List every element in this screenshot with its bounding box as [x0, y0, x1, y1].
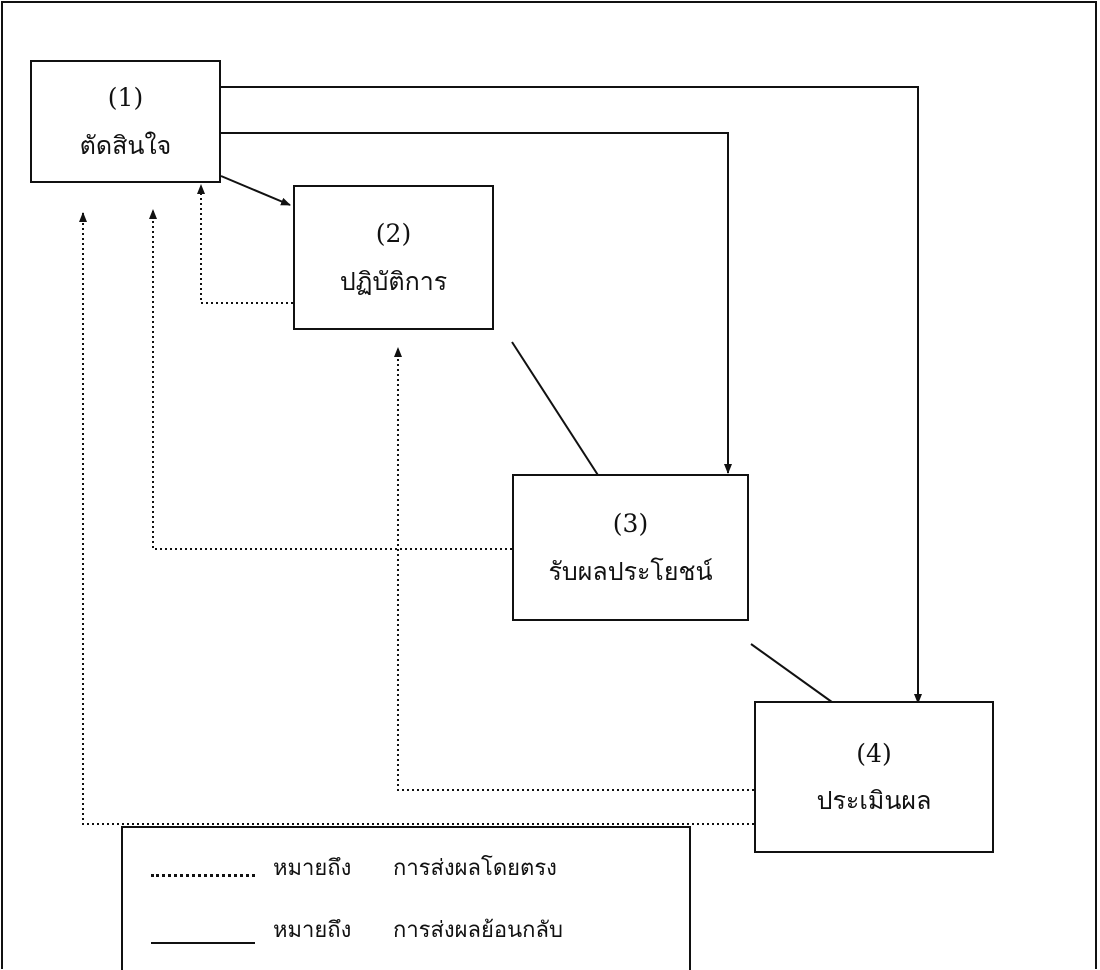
feedback-4-to-2	[394, 347, 754, 791]
step-label: ตัดสินใจ	[79, 130, 172, 160]
legend-text: หมายถึง การส่งผลย้อนกลับ	[273, 912, 563, 947]
legend-solid-line-sample	[151, 942, 255, 944]
legend: หมายถึงการส่งผลโดยตรง หมายถึงการส่งผลย้อ…	[121, 826, 691, 970]
step-label: ประเมินผล	[816, 786, 932, 815]
arrow-1-to-2	[220, 175, 291, 206]
feedback-3-to-1	[149, 209, 512, 550]
step-label: รับผลประโยชน์	[548, 556, 713, 586]
feedback-2-to-1	[197, 184, 293, 304]
step-number: (3)	[612, 509, 649, 538]
step-number: (2)	[375, 219, 412, 248]
legend-means-label: หมายถึง	[273, 856, 352, 881]
step-label: ปฏิบัติการ	[339, 266, 448, 296]
arrow-1-to-3	[221, 132, 732, 474]
step-box-implementation: (2) ปฏิบัติการ	[293, 185, 494, 330]
legend-row-direct: หมายถึง การส่งผลโดยตรง	[123, 850, 689, 890]
step-box-evaluation: (4) ประเมินผล	[754, 701, 994, 853]
arrow-2-to-3	[511, 341, 606, 487]
step-number: (1)	[107, 83, 144, 112]
legend-means-label: หมายถึง	[273, 918, 352, 943]
step-number: (4)	[856, 738, 892, 768]
legend-text: หมายถึง การส่งผลโดยตรง	[273, 850, 557, 885]
step-box-decision: (1) ตัดสินใจ	[30, 60, 221, 183]
feedback-4-to-1	[79, 212, 754, 825]
legend-description: การส่งผลโดยตรง	[393, 856, 557, 881]
legend-dotted-line-sample	[151, 874, 255, 877]
step-box-benefit: (3) รับผลประโยชน์	[512, 474, 749, 621]
legend-row-feedback: หมายถึง การส่งผลย้อนกลับ	[123, 912, 689, 952]
legend-description: การส่งผลย้อนกลับ	[393, 918, 563, 943]
arrow-1-to-4	[221, 86, 922, 704]
